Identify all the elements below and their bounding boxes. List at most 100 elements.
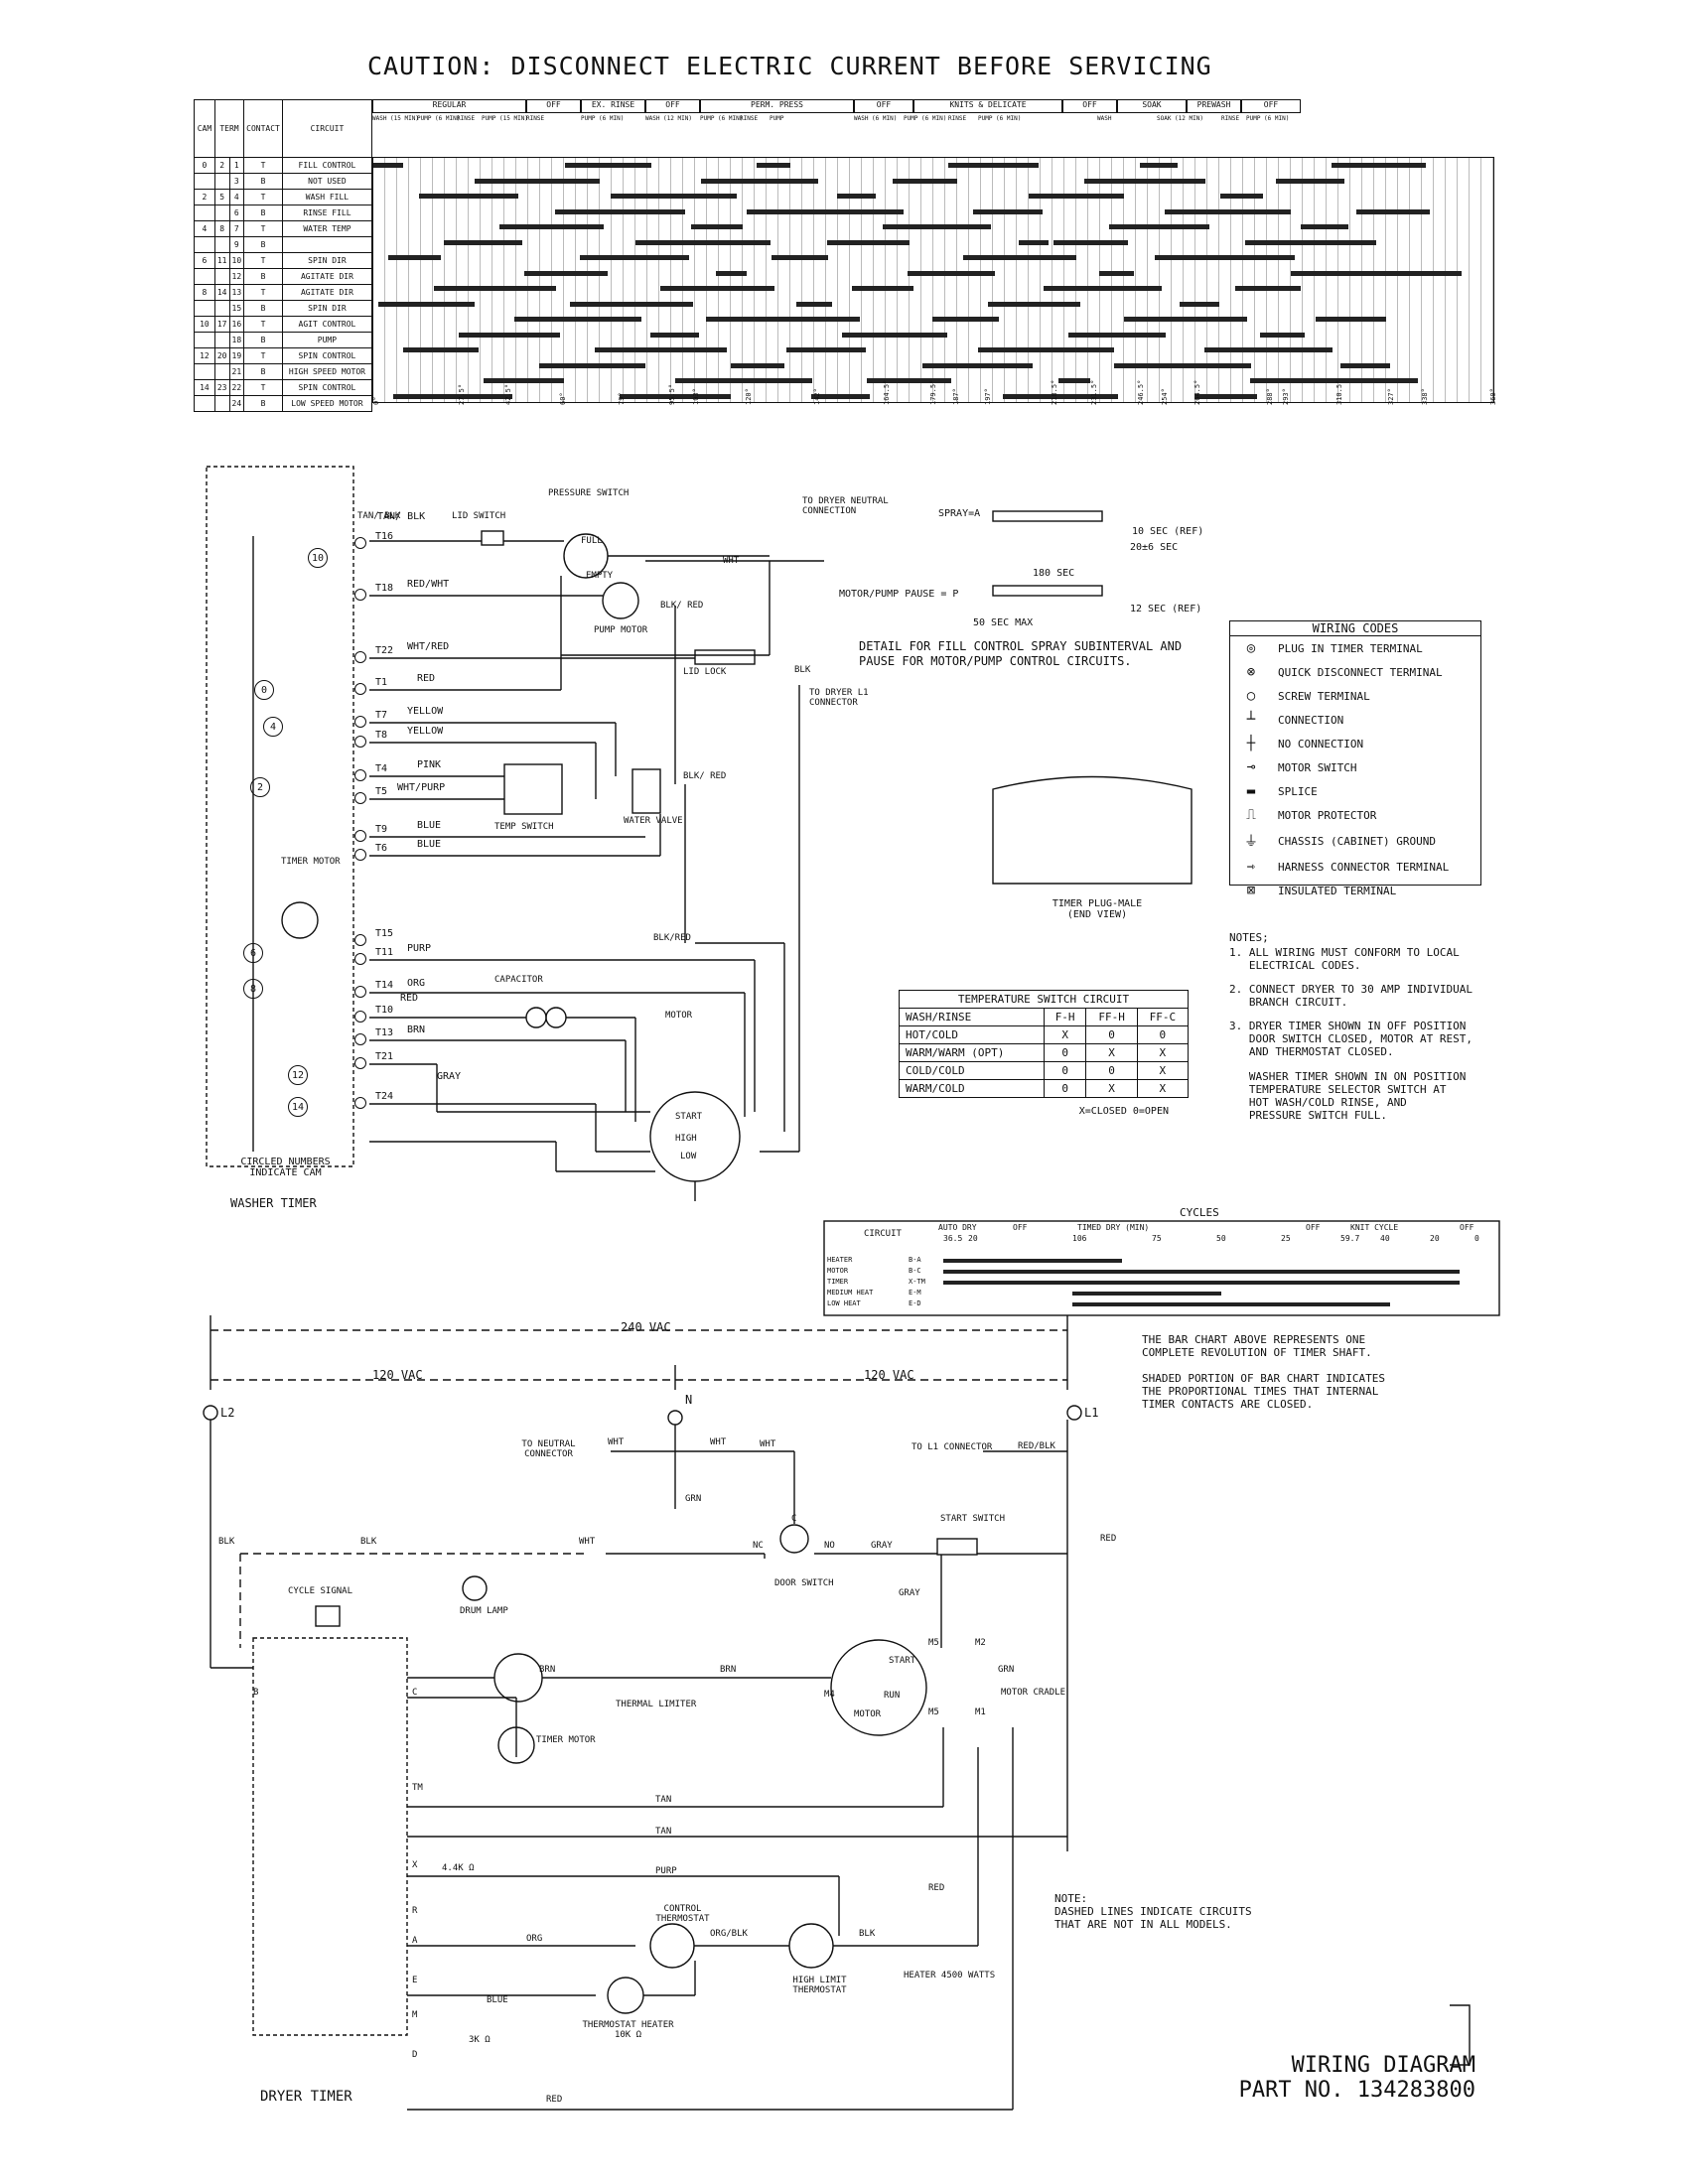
washer-terminal-label: T8 — [375, 730, 388, 741]
dryer-label: WHT — [710, 1437, 727, 1447]
dryer-label: R — [412, 1906, 418, 1916]
cam-contact-bar — [1109, 224, 1209, 229]
washer-wire-label: BLUE — [417, 839, 442, 850]
cam-group-header: PREWASH — [1187, 99, 1241, 113]
cam-contact-bar — [499, 224, 604, 229]
dryer-label: 4.4K Ω — [442, 1863, 475, 1873]
cam-contact-bar — [973, 208, 1043, 214]
cam-contact-bar — [378, 301, 475, 307]
wiring-code-text: INSULATED TERMINAL — [1278, 884, 1397, 897]
cam-contact-bar — [1194, 393, 1257, 399]
cam-circle: 14 — [288, 1097, 308, 1117]
cam-contact-bar — [842, 332, 947, 338]
temp-switch-cell: 0 — [1136, 1025, 1190, 1044]
dryer-label: TO NEUTRAL CONNECTOR — [521, 1439, 576, 1459]
washer-wire-label: TAN/ BLK — [377, 511, 426, 522]
spray-caption: DETAIL FOR FILL CONTROL SPRAY SUBINTERVA… — [859, 639, 1183, 668]
cam-contact-bar — [393, 393, 512, 399]
cam-contact-bar — [555, 208, 685, 214]
wiring-code-row: ┴CONNECTION — [1230, 708, 1455, 732]
cam-contact-bar — [716, 270, 747, 276]
cam-sub-header: WASH (12 MIN) — [645, 115, 692, 122]
plug-in-terminal-icon — [354, 1011, 366, 1023]
cam-contact-bar — [1301, 224, 1348, 229]
wiring-code-symbol-icon: ⇾ — [1246, 859, 1256, 875]
washer-terminal-label: T22 — [375, 645, 394, 656]
note-4: WASHER TIMER SHOWN IN ON POSITION TEMPER… — [1248, 1070, 1467, 1122]
thermal-limiter-symbol — [493, 1653, 543, 1703]
wiring-code-text: SPLICE — [1278, 784, 1318, 798]
cam-contact-bar — [1068, 332, 1166, 338]
l2-terminal — [203, 1405, 218, 1421]
dryer-label: NO — [824, 1541, 835, 1551]
cam-contact-bar — [1340, 362, 1390, 368]
washer-component-label: TIMER MOTOR — [281, 857, 341, 867]
washer-misc-label: BLK/RED — [653, 933, 691, 943]
cam-contact-bar — [978, 347, 1114, 352]
dryer-timer-box — [252, 1637, 408, 2036]
cam-contact-bar — [781, 208, 904, 214]
cam-contact-bar — [1029, 194, 1124, 199]
dryer-label: HEATER 4500 WATTS — [904, 1971, 996, 1980]
dryer-label: WHT — [760, 1439, 776, 1449]
dryer-label: X — [412, 1860, 418, 1870]
water-valve-symbol — [632, 768, 661, 814]
cycles-group-header: KNIT CYCLE — [1350, 1223, 1399, 1232]
wiring-code-row: ⊠INSULATED TERMINAL — [1230, 879, 1455, 902]
cam-contact-bar — [1140, 163, 1178, 168]
cycles-group-header: OFF — [1306, 1223, 1321, 1232]
wiring-codes-title: WIRING CODES — [1230, 621, 1480, 636]
temp-switch-cell: 0 — [1085, 1061, 1138, 1080]
wiring-code-row: ◎PLUG IN TIMER TERMINAL — [1230, 636, 1455, 660]
temp-switch-title: TEMPERATURE SWITCH CIRCUIT — [899, 990, 1189, 1009]
washer-terminal-label: T24 — [375, 1091, 394, 1102]
cam-contact-bar — [1180, 301, 1219, 307]
dryer-label: M2 — [975, 1638, 986, 1648]
cam-sub-header: WASH — [1097, 115, 1112, 122]
cam-contact-bar — [922, 362, 1033, 368]
temp-switch-header-cell: F-H — [1043, 1008, 1087, 1026]
washer-misc-label: TO DRYER L1 CONNECTOR — [809, 688, 869, 708]
cycles-row-name: HEATER — [827, 1256, 853, 1264]
cam-contact-bar — [1326, 270, 1462, 276]
washer-component-label: EMPTY — [586, 571, 614, 581]
cam-contact-bar — [434, 286, 556, 291]
plug-in-terminal-icon — [354, 1057, 366, 1069]
cam-contact-bar — [786, 347, 866, 352]
thermostat-heater-symbol — [607, 1977, 644, 2014]
cam-contact-bar — [475, 178, 600, 184]
washer-component-label: START — [675, 1112, 703, 1122]
cam-contact-bar — [908, 270, 995, 276]
door-switch-symbol — [779, 1524, 809, 1554]
cam-contact-bar — [620, 393, 731, 399]
dryer-label: BLK — [218, 1537, 235, 1547]
cycles-row-contact: X-TM — [909, 1278, 925, 1286]
dryer-label: WHT — [608, 1437, 625, 1447]
cam-contact-bar — [1003, 393, 1118, 399]
washer-component-label: LID SWITCH — [452, 511, 506, 521]
dryer-label: 3K Ω — [469, 2035, 491, 2045]
temp-switch-cell: 0 — [1043, 1043, 1087, 1062]
cam-sub-header: WASH (6 MIN) — [854, 115, 898, 122]
cam-contact-bar — [1285, 378, 1418, 383]
spray-180sec: 180 SEC — [1033, 568, 1075, 579]
spray-50sec: 50 SEC MAX — [973, 617, 1034, 628]
cam-contact-bar — [611, 194, 657, 199]
cam-contact-bar — [1019, 239, 1049, 245]
wiring-code-text: CHASSIS (CABINET) GROUND — [1278, 834, 1436, 848]
cam-contact-bar — [605, 301, 693, 307]
dryer-label: GRAY — [899, 1588, 920, 1598]
high-limit-thermostat-symbol — [788, 1923, 834, 1969]
dryer-label: THERMAL LIMITER — [616, 1700, 697, 1709]
cam-contact-bar — [963, 255, 1076, 260]
wiring-codes-list: ◎PLUG IN TIMER TERMINAL⊗QUICK DISCONNECT… — [1230, 636, 1455, 902]
plug-in-terminal-icon — [354, 953, 366, 965]
cam-contact-bar — [1316, 317, 1386, 322]
cycles-row-contact: B-C — [909, 1267, 921, 1275]
